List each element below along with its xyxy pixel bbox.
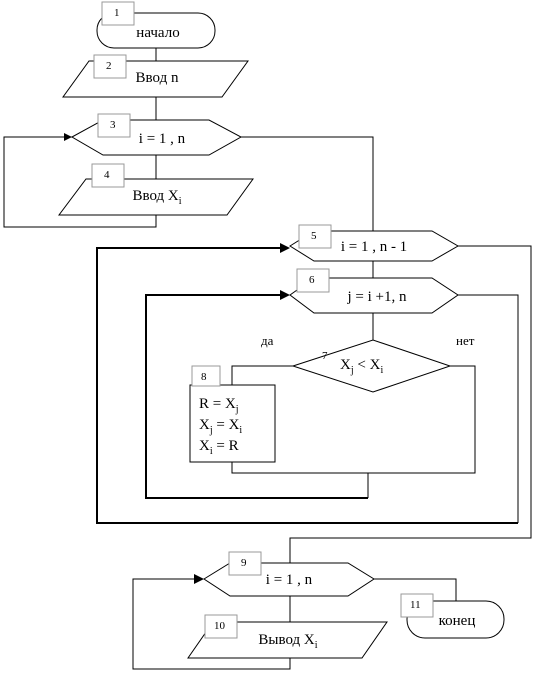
loop-i-output-label: i = 1 , n xyxy=(266,572,313,588)
outer-loop-block: i = 1 , n - 1 5 xyxy=(289,224,460,262)
input-n-block: Ввод n 2 xyxy=(62,54,249,98)
block-number-8: 8 xyxy=(201,371,207,383)
inner-loop-block: j = i +1, n 6 xyxy=(289,268,459,314)
block-number-6: 6 xyxy=(309,274,315,286)
yes-branch-label: да xyxy=(261,333,274,348)
input-n-label: Ввод n xyxy=(136,70,179,86)
block-number-5: 5 xyxy=(311,230,317,242)
compare-condition-label: Xj < Xi xyxy=(340,357,383,376)
outer-loop-label: i = 1 , n - 1 xyxy=(341,239,407,255)
loop-i-input-label: i = 1 , n xyxy=(139,131,186,147)
block-number-10: 10 xyxy=(214,620,226,632)
output-x-block: Вывод Xi 10 xyxy=(187,614,388,659)
swap-process-block: R = Xj Xj = Xi Xi = R 8 xyxy=(189,365,276,463)
block-number-9: 9 xyxy=(241,557,247,569)
start-terminator: начало 1 xyxy=(96,1,216,49)
block-number-7: 7 xyxy=(322,350,328,362)
input-x-block: Ввод Xi 4 xyxy=(58,163,254,216)
loop-i-output-block: i = 1 , n 9 xyxy=(203,551,375,597)
loop-i-input-block: i = 1 , n 3 xyxy=(70,113,243,156)
inner-loop-label: j = i +1, n xyxy=(346,289,407,305)
swap-line-2: Xj = Xi xyxy=(199,417,242,436)
start-label: начало xyxy=(136,25,179,41)
end-terminator: конец 11 xyxy=(400,593,505,639)
compare-decision-block: Xj < Xi 7 xyxy=(291,339,452,393)
block-number-3: 3 xyxy=(110,119,116,131)
block-number-2: 2 xyxy=(106,60,112,72)
swap-line-3: Xi = R xyxy=(199,438,239,457)
end-label: конец xyxy=(439,613,476,629)
connectors xyxy=(3,48,532,670)
output-x-label: Вывод Xi xyxy=(258,632,317,651)
block-number-1: 1 xyxy=(114,7,120,19)
input-x-label: Ввод Xi xyxy=(132,188,181,207)
no-branch-label: нет xyxy=(456,333,475,348)
block-number-4: 4 xyxy=(104,169,110,181)
block-number-11: 11 xyxy=(410,599,421,611)
swap-line-1: R = Xj xyxy=(199,396,239,415)
